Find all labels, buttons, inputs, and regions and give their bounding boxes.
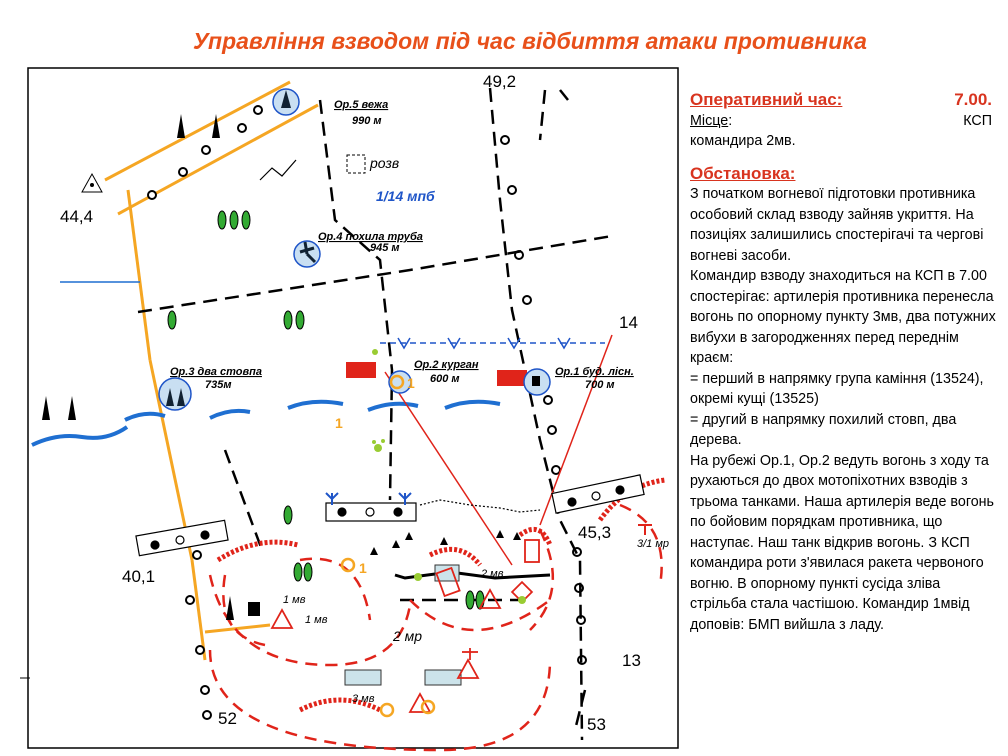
or2-distance: 600 м bbox=[430, 373, 460, 385]
grid-40-1: 40,1 bbox=[122, 567, 155, 586]
cover-shelter bbox=[344, 669, 382, 686]
grid-13: 13 bbox=[622, 651, 641, 670]
place-line2: командира 2мв. bbox=[690, 133, 796, 149]
or4-label: Ор.4 похила труба bbox=[318, 231, 423, 243]
dashed-roads bbox=[137, 87, 613, 741]
place-row: Місце: КСП bbox=[690, 111, 1000, 132]
rozv-label: розв bbox=[369, 155, 399, 171]
or1-distance: 700 м bbox=[585, 379, 615, 391]
small-obstacles bbox=[370, 530, 521, 555]
grid-45-3: 45,3 bbox=[578, 523, 611, 542]
squad-2mv-label: 2 мв bbox=[480, 568, 504, 580]
page-title: Управління взводом під час відбиття атак… bbox=[193, 28, 867, 54]
friendly-obstacle-line bbox=[380, 337, 605, 350]
situation-paragraph: З початком вогневої підготовки противник… bbox=[690, 186, 984, 264]
situation-paragraph: На рубежі Ор.1, Ор.2 ведуть вогонь з ход… bbox=[690, 452, 995, 633]
mpb-label: 1/14 мпб bbox=[376, 188, 435, 204]
info-panel: Оперативний час: 7.00. Місце: КСП команд… bbox=[690, 90, 1000, 635]
op-time-value: 7.00. bbox=[954, 90, 992, 109]
op-time-label: Оперативний час: bbox=[690, 90, 843, 109]
grid-52: 52 bbox=[218, 709, 237, 728]
situation-paragraph: Командир взводу знаходиться на КСП в 7.0… bbox=[690, 268, 996, 366]
water-lines bbox=[31, 399, 501, 447]
or4-distance: 945 м bbox=[370, 242, 400, 254]
squad-3mv-label: 3 мв bbox=[352, 693, 375, 705]
grid-14: 14 bbox=[619, 313, 638, 332]
squad-1mv-label: 1 мв bbox=[305, 614, 328, 626]
observation-post bbox=[346, 154, 366, 174]
unit-number-1: 1 bbox=[359, 560, 367, 576]
tower-symbols bbox=[42, 114, 234, 620]
cover-shelter bbox=[434, 564, 460, 582]
situation-paragraph: = другий в напрямку похилий стовп, два д… bbox=[690, 411, 957, 449]
map-labels: 49,2 44,4 14 45,3 40,1 13 52 53 Ор.5 веж… bbox=[60, 72, 669, 734]
enemy-vehicle bbox=[346, 362, 376, 378]
or3-distance: 735м bbox=[205, 379, 232, 391]
squad-1mv-label: 1 мв bbox=[283, 594, 306, 606]
unit-symbols bbox=[270, 539, 540, 713]
grid-49-2: 49,2 bbox=[483, 72, 516, 91]
front-lines bbox=[216, 477, 666, 713]
grid-53: 53 bbox=[587, 715, 606, 734]
or5-label: Ор.5 вежа bbox=[334, 99, 388, 111]
unit-number-1: 1 bbox=[407, 375, 415, 391]
or3-poles-icon bbox=[158, 377, 192, 411]
wire-obstacle bbox=[419, 499, 541, 513]
place-label: Місце bbox=[690, 112, 729, 129]
grid-44-4: 44,4 bbox=[60, 207, 93, 226]
or2-label: Ор.2 курган bbox=[414, 359, 479, 371]
or3-label: Ор.3 два стовпа bbox=[170, 366, 262, 378]
cover-shelter bbox=[424, 669, 462, 686]
enemy-vehicle bbox=[497, 370, 527, 386]
or5-distance: 990 м bbox=[352, 115, 382, 127]
platoon-3-1mr-label: 3/1 мр bbox=[637, 538, 669, 550]
hit-markers bbox=[372, 349, 526, 604]
op-time-row: Оперативний час: 7.00. bbox=[690, 90, 1000, 111]
survey-point bbox=[81, 172, 103, 193]
or1-label: Ор.1 буд. лісн. bbox=[555, 366, 634, 378]
situation-paragraph: = перший в напрямку група каміння (13524… bbox=[690, 370, 984, 408]
place-value: КСП bbox=[963, 112, 992, 129]
unit-number-1: 1 bbox=[335, 415, 343, 431]
situation-heading: Обстановка: bbox=[690, 163, 796, 183]
barrier-markers bbox=[150, 485, 625, 550]
tree-groups bbox=[167, 210, 485, 610]
platoon-2mr-label: 2 мр bbox=[392, 628, 422, 644]
road-markers bbox=[147, 105, 587, 720]
blast-icons bbox=[340, 374, 436, 718]
map-frame bbox=[27, 67, 679, 749]
